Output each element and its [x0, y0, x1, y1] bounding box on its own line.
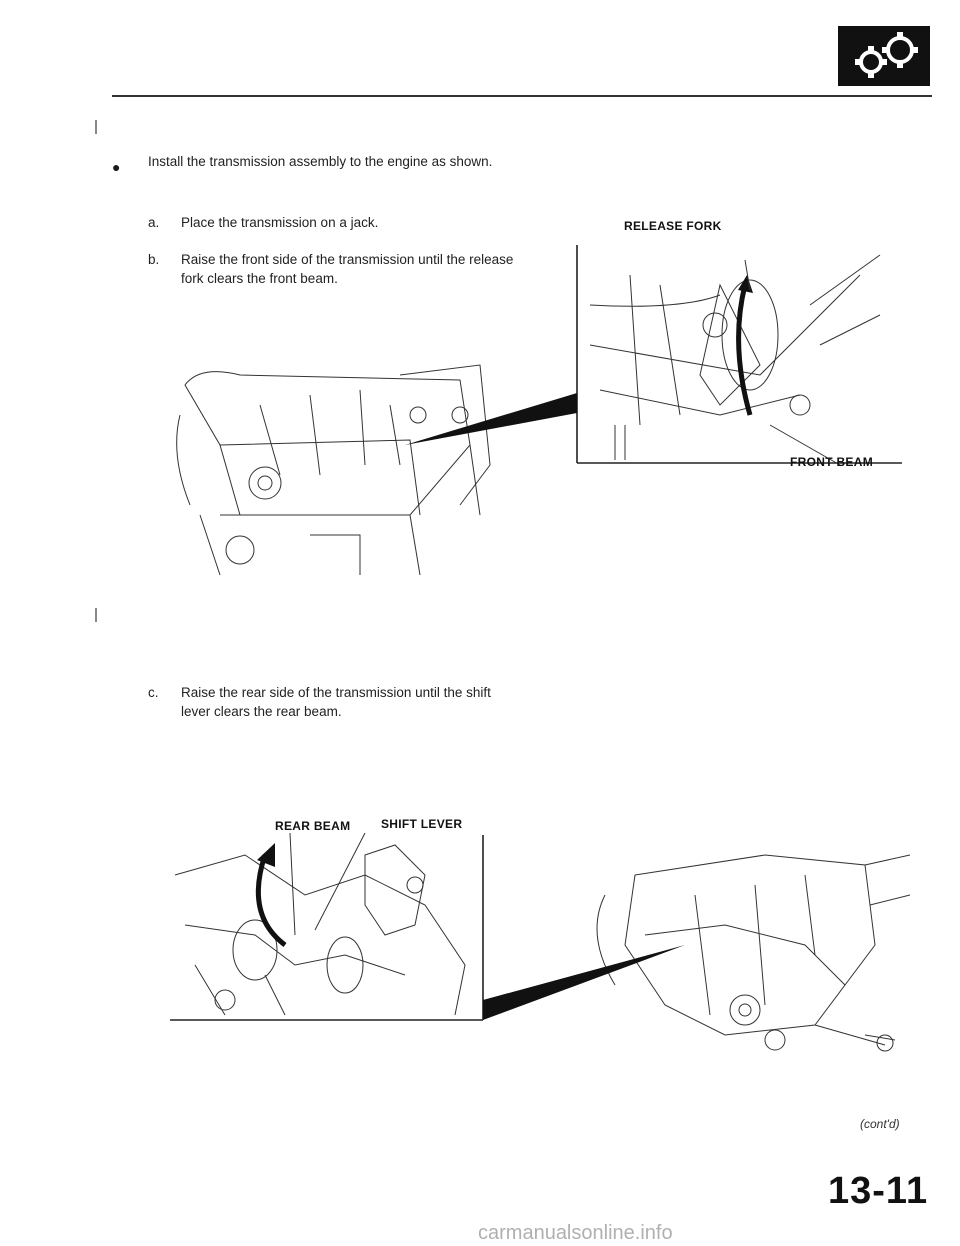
watermark: carmanualsonline.info	[478, 1222, 673, 1244]
step-c-marker: c.	[148, 685, 159, 700]
figure-front-side: RELEASE FORK FRONT BEAM	[160, 215, 905, 595]
margin-mark	[95, 120, 97, 134]
margin-mark	[95, 608, 97, 622]
figure-front-side-illustration	[176, 245, 902, 576]
label-front-beam: FRONT BEAM	[790, 455, 873, 469]
figure-rear-side-illustration	[170, 832, 911, 1052]
page-number: 13-11	[828, 1170, 929, 1212]
step-c-text: Raise the rear side of the transmission …	[181, 685, 491, 719]
step-intro: Install the transmission assembly to the…	[148, 154, 493, 169]
header-rule	[112, 95, 932, 97]
label-shift-lever: SHIFT LEVER	[381, 817, 463, 831]
label-rear-beam: REAR BEAM	[275, 819, 351, 833]
gears-icon	[838, 26, 930, 86]
label-release-fork: RELEASE FORK	[624, 219, 722, 233]
step-a-text: Place the transmission on a jack.	[181, 215, 379, 230]
step-b-marker: b.	[148, 252, 160, 267]
continued-note: (cont'd)	[860, 1117, 900, 1131]
figure-rear-side: REAR BEAM SHIFT LEVER	[165, 815, 915, 1090]
step-a-marker: a.	[148, 215, 160, 230]
step-b-text: Raise the front side of the transmission…	[181, 252, 514, 286]
bullet-icon: ●	[112, 159, 121, 175]
